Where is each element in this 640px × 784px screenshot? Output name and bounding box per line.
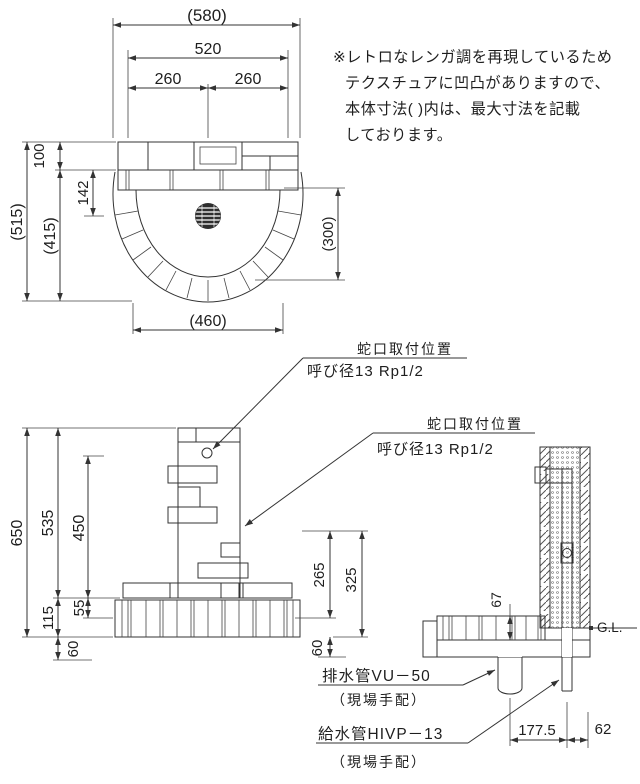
callout-faucet-front-spec: 呼び径13 Rp1/2	[307, 363, 424, 380]
dim-right-half: 260	[235, 71, 262, 88]
dim-overall-width: (580)	[187, 6, 227, 25]
pipe-dimensions	[509, 698, 589, 748]
note-line-1: ※レトロなレンガ調を再現しているため	[333, 49, 612, 66]
ring-joints	[114, 210, 302, 301]
dim-faucet-height: 450	[71, 515, 88, 542]
dim-body-width: 520	[195, 41, 222, 58]
dim-base-height: 115	[40, 606, 57, 630]
dim-body-depth: (415)	[42, 217, 59, 254]
dim-column-height: 535	[40, 510, 57, 537]
dim-tap-height-lower: 325	[343, 567, 360, 592]
drain-grate	[195, 203, 221, 229]
dim-wall-depth: 100	[31, 143, 48, 168]
dim-left-half: 260	[155, 71, 182, 88]
callout-faucet-side: 蛇口取付位置 呼び径13 Rp1/2	[244, 416, 535, 527]
mid-dimensions: 265 325 60	[295, 530, 368, 658]
dim-tap-height-upper: 265	[311, 562, 328, 587]
dim-basin-edge-height: 67	[488, 592, 504, 608]
dim-total-height: 650	[9, 520, 26, 547]
dim-pipe-offset: 62	[595, 721, 612, 738]
section-joints	[540, 459, 590, 614]
callout-supply-pipe: 給水管HIVP－13 （現場手配）	[316, 679, 560, 770]
callout-faucet-front: 蛇口取付位置 呼び径13 Rp1/2	[212, 341, 467, 450]
plan-dimensions	[22, 18, 345, 334]
front-view: 650 535 450 115 55 60	[9, 427, 301, 661]
ground-level-label: G.L.	[597, 620, 623, 635]
callout-drain-pipe: 排水管VU－50 （現場手配）	[318, 667, 496, 708]
side-curb-joints	[442, 616, 542, 640]
note-block: ※レトロなレンガ調を再現しているため テクスチュアに凹凸がありますので、 本体寸…	[333, 49, 612, 144]
dim-pipe-spacing: 177.5	[518, 722, 556, 739]
dim-drain-offset: 142	[75, 180, 92, 205]
dim-below-ground: 60	[309, 640, 326, 657]
dim-basin-depth: (300)	[320, 216, 337, 251]
front-dimensions	[22, 427, 176, 661]
note-line-2: テクスチュアに凹凸がありますので、	[345, 75, 610, 92]
note-line-3: 本体寸法( )内は、最大寸法を記載	[345, 101, 580, 118]
plan-view: (580) 520 260 260 (515) (415) 100 142 (3…	[9, 6, 345, 334]
callout-faucet-front-title: 蛇口取付位置	[357, 341, 453, 357]
curb-joints	[121, 600, 294, 637]
supply-pipe-label: 給水管HIVP－13	[318, 725, 443, 743]
dim-basin-width: (460)	[189, 313, 226, 330]
drain-pipe-site-note: （現場手配）	[331, 692, 427, 708]
dim-base-below-ground: 60	[65, 641, 82, 658]
callout-faucet-side-spec: 呼び径13 Rp1/2	[377, 441, 494, 458]
callout-faucet-side-title: 蛇口取付位置	[427, 416, 523, 432]
dim-base-above-ground: 55	[71, 600, 88, 617]
drain-pipe-label: 排水管VU－50	[322, 667, 431, 685]
section-view: G.L. 67 177.5 62	[422, 446, 637, 748]
supply-pipe-site-note: （現場手配）	[331, 754, 427, 770]
dim-overall-depth: (515)	[9, 203, 26, 240]
note-line-4: しております。	[345, 127, 452, 144]
